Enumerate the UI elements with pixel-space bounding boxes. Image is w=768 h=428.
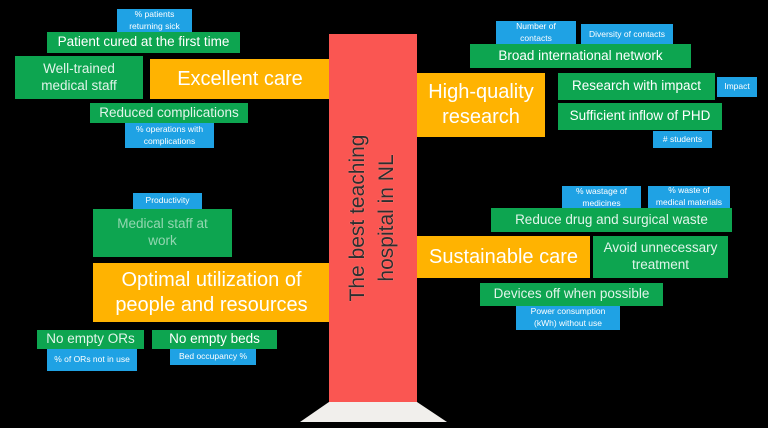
node-well-trained-medical-staff: Well-trained medical staff bbox=[15, 56, 143, 99]
node-patient-cured-first-time: Patient cured at the first time bbox=[47, 32, 240, 53]
kpi-ors-not-in-use: % of ORs not in use bbox=[47, 349, 137, 371]
node-medical-staff-at-work: Medical staff at work bbox=[93, 209, 232, 257]
node-avoid-unnecessary-treatment: Avoid unnecessary treatment bbox=[593, 236, 728, 278]
kpi-wastage-of-medicines: % wastage of medicines bbox=[562, 186, 641, 210]
node-broad-international-network: Broad international network bbox=[470, 44, 691, 68]
node-devices-off-when-possible: Devices off when possible bbox=[480, 283, 663, 306]
kpi-bed-occupancy: Bed occupancy % bbox=[170, 349, 256, 365]
kpi-number-of-contacts: Number of contacts bbox=[496, 21, 576, 45]
goal-sustainable-care: Sustainable care bbox=[417, 236, 590, 278]
node-reduce-drug-surgical-waste: Reduce drug and surgical waste bbox=[491, 208, 732, 232]
pillar-base-shape bbox=[300, 402, 447, 422]
kpi-patients-returning-sick: % patients returning sick bbox=[117, 9, 192, 33]
goal-excellent-care: Excellent care bbox=[150, 59, 330, 99]
kpi-students: # students bbox=[653, 131, 712, 148]
node-sufficient-inflow-phd: Sufficient inflow of PHD bbox=[558, 103, 722, 130]
node-research-with-impact: Research with impact bbox=[558, 73, 715, 100]
kpi-power-consumption: Power consumption (kWh) without use bbox=[516, 306, 620, 330]
node-no-empty-ors: No empty ORs bbox=[37, 330, 144, 349]
kpi-impact: Impact bbox=[717, 77, 757, 97]
goal-high-quality-research: High-quality research bbox=[417, 73, 545, 137]
goal-optimal-utilization: Optimal utilization of people and resour… bbox=[93, 263, 330, 322]
kpi-operations-with-complications: % operations with complications bbox=[125, 123, 214, 148]
node-no-empty-beds: No empty beds bbox=[152, 330, 277, 349]
kpi-productivity: Productivity bbox=[133, 193, 202, 209]
kpi-diversity-of-contacts: Diversity of contacts bbox=[581, 24, 673, 45]
pillar-title: The best teaching hospital in NL bbox=[346, 134, 398, 302]
node-reduced-complications: Reduced complications bbox=[90, 103, 248, 123]
kpi-waste-of-medical-materials: % waste of medical materials bbox=[648, 185, 730, 208]
pillar-best-teaching-hospital: The best teaching hospital in NL bbox=[329, 34, 417, 402]
